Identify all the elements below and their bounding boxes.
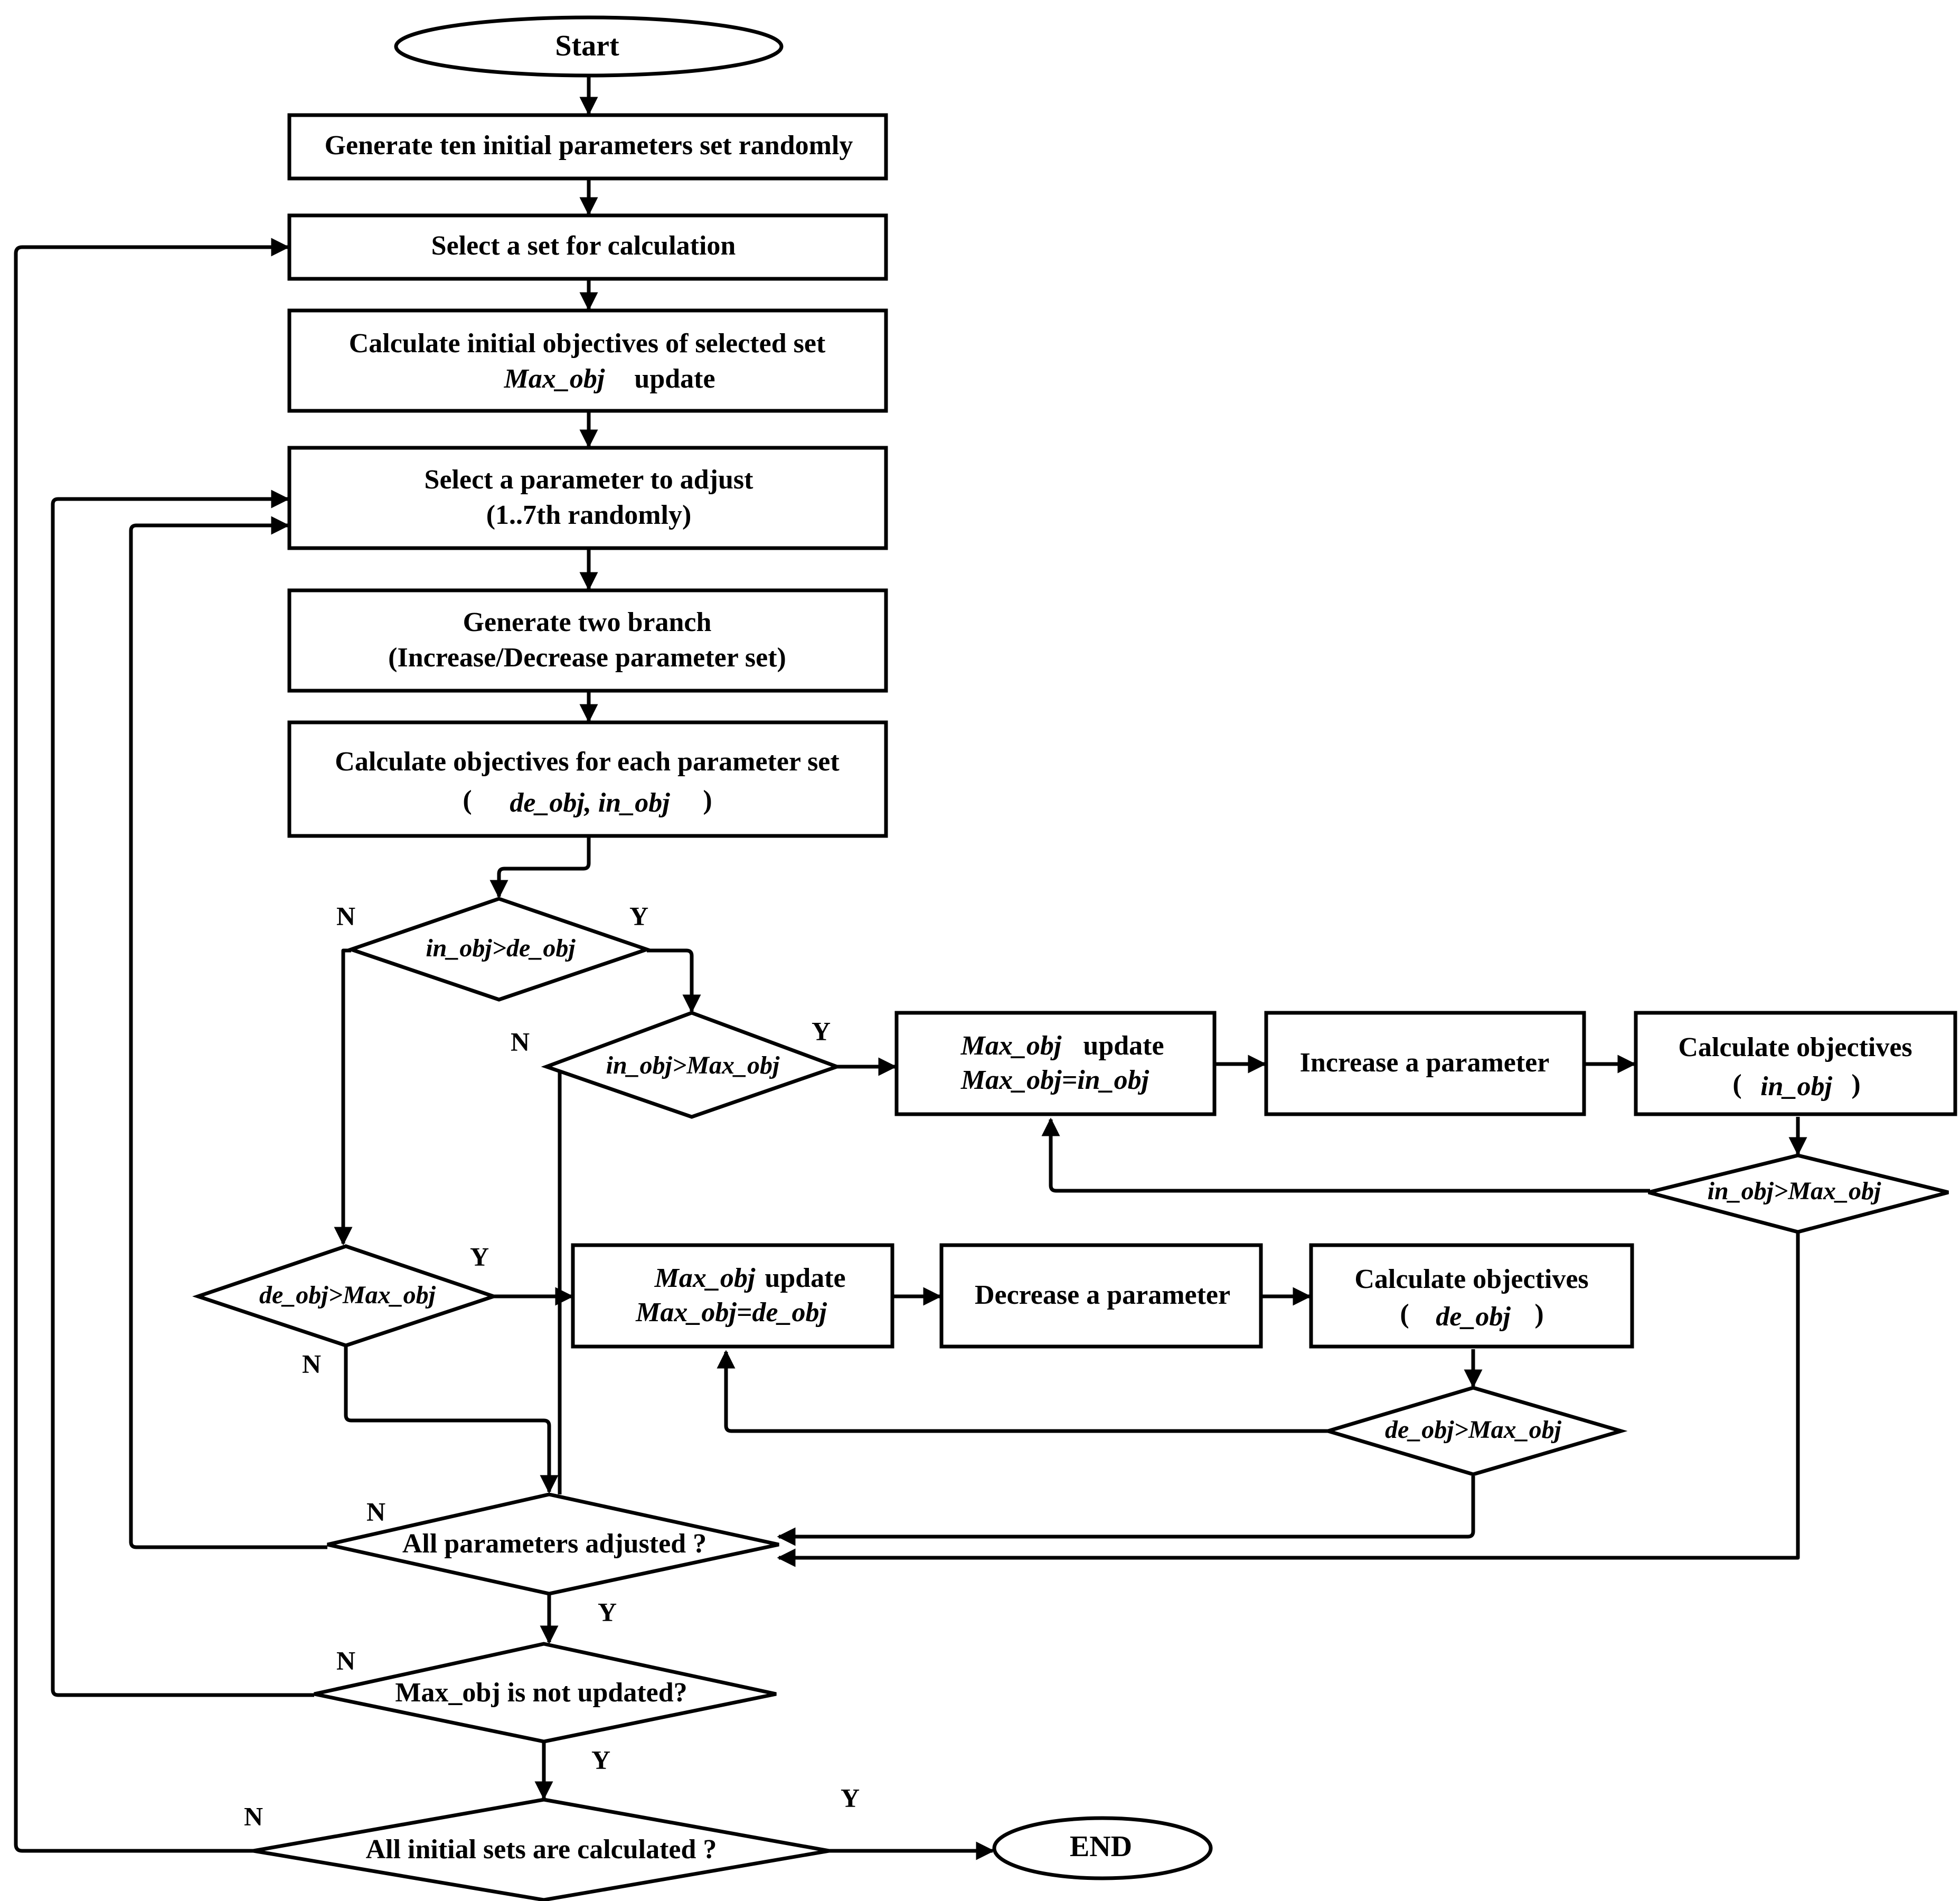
decision-not-updated: [314, 1642, 777, 1744]
edge-calc-each-to-in-de: [489, 837, 591, 899]
edge-de-loop-yes: [717, 1350, 1328, 1433]
decision-de-vs-max: [192, 1244, 500, 1348]
label-y-all-sets: Y: [841, 1783, 860, 1812]
decision-in-loop-label: in_obj>Max_obj: [1708, 1177, 1881, 1205]
increase-box: [1264, 1011, 1586, 1116]
branch-label-2: (Increase/Decrease parameter set): [388, 643, 786, 673]
decision-not-updated-label: Max_obj is not updated?: [395, 1678, 687, 1708]
decision-in-vs-de-label: in_obj>de_obj: [426, 934, 576, 962]
label-n-in-max: N: [511, 1027, 530, 1056]
update-de-label-2: Max_obj=de_obj: [635, 1297, 827, 1328]
edge-de-max-no: [344, 1347, 559, 1494]
decision-all-sets: [253, 1798, 830, 1901]
edge-in-loop-yes: [1041, 1117, 1650, 1193]
decision-in-vs-de: [345, 897, 653, 1002]
select-set-label: Select a set for calculation: [431, 231, 736, 261]
decision-de-loop-label: de_obj>Max_obj: [1385, 1416, 1562, 1444]
select-param-box: [287, 446, 888, 550]
calc-de-label-1: Calculate objectives: [1354, 1264, 1588, 1294]
calc-init-box: [287, 308, 888, 413]
label-y-in-max: Y: [812, 1016, 831, 1046]
calc-each-label-2c: ): [703, 785, 712, 815]
label-y-not-updated: Y: [591, 1745, 610, 1774]
calc-init-label-1: Calculate initial objectives of selected…: [349, 328, 826, 359]
end-label: END: [1070, 1830, 1132, 1863]
edge-all-sets-no: [14, 238, 290, 1853]
end-terminal: [992, 1816, 1213, 1880]
calc-in-label-2b: in_obj: [1760, 1071, 1832, 1102]
decision-in-vs-max: [541, 1011, 843, 1119]
nodes: Start Generate ten initial parameters se…: [192, 15, 1957, 1901]
select-param-label-2: (1..7th randomly): [486, 500, 692, 530]
calc-each-box: [287, 720, 888, 838]
increase-label: Increase a parameter: [1300, 1048, 1550, 1078]
edge-in-loop-no: [777, 1233, 1800, 1567]
calc-de-label-2c: ): [1534, 1299, 1543, 1329]
calc-each-label-1: Calculate objectives for each parameter …: [335, 747, 840, 777]
calc-in-label-1: Calculate objectives: [1678, 1032, 1912, 1062]
calc-each-label-2a: (: [463, 785, 472, 815]
edge-not-updated-no: [51, 490, 314, 1697]
update-in-box: [894, 1011, 1217, 1116]
update-de-label-1b: update: [765, 1263, 845, 1293]
update-in-label-1b: update: [1083, 1031, 1164, 1061]
update-in-label-2: Max_obj=in_obj: [960, 1065, 1149, 1095]
decision-all-params-label: All parameters adjusted ?: [402, 1529, 706, 1559]
decision-all-params: [327, 1492, 779, 1596]
label-n-in-de: N: [336, 901, 355, 930]
branch-label-1: Generate two branch: [463, 607, 712, 637]
calc-de-box: [1309, 1243, 1634, 1349]
decision-de-loop: [1321, 1386, 1628, 1476]
calc-de-label-2b: de_obj: [1436, 1302, 1511, 1332]
edge-in-de-no: [334, 948, 353, 1246]
calc-de-label-2a: (: [1400, 1299, 1409, 1329]
branch-labels: N Y N Y Y N N Y N Y N Y: [244, 901, 860, 1831]
edges: [14, 71, 1807, 1860]
edge-in-de-yes: [647, 948, 701, 1013]
calc-in-box: [1634, 1011, 1957, 1116]
label-n-not-updated: N: [336, 1645, 355, 1675]
generate-box: [287, 113, 888, 181]
select-set-box: [287, 213, 888, 281]
decision-in-vs-max-label: in_obj>Max_obj: [606, 1051, 780, 1079]
update-de-box: [571, 1243, 894, 1349]
decrease-box: [939, 1243, 1263, 1349]
label-n-all-sets: N: [244, 1801, 263, 1831]
edge-all-params-no: [129, 516, 327, 1549]
select-param-label-1: Select a parameter to adjust: [425, 465, 754, 495]
calc-in-label-2c: ): [1851, 1069, 1860, 1099]
calc-init-label-2a: Max_obj: [504, 364, 605, 394]
calc-each-label-2b: de_obj, in_obj: [510, 788, 670, 818]
label-y-de-max: Y: [470, 1241, 489, 1271]
decision-all-sets-label: All initial sets are calculated ?: [366, 1834, 717, 1865]
label-y-in-de: Y: [629, 901, 648, 930]
label-y-all-params: Y: [598, 1597, 617, 1626]
generate-label: Generate ten initial parameters set rand…: [325, 130, 853, 161]
edge-de-loop-no: [777, 1476, 1475, 1546]
decrease-label: Decrease a parameter: [975, 1280, 1230, 1310]
label-n-all-params: N: [366, 1497, 385, 1526]
decision-de-vs-max-label: de_obj>Max_obj: [259, 1281, 436, 1309]
label-n-de-max: N: [302, 1349, 321, 1378]
start-label: Start: [555, 30, 619, 62]
update-de-label-1a: Max_obj: [654, 1263, 756, 1293]
decision-in-loop: [1648, 1153, 1949, 1234]
branch-box: [287, 588, 888, 693]
start-terminal: [394, 15, 784, 78]
update-in-label-1a: Max_obj: [960, 1031, 1062, 1061]
calc-in-label-2a: (: [1732, 1069, 1741, 1099]
calc-init-label-2b: update: [634, 364, 715, 394]
